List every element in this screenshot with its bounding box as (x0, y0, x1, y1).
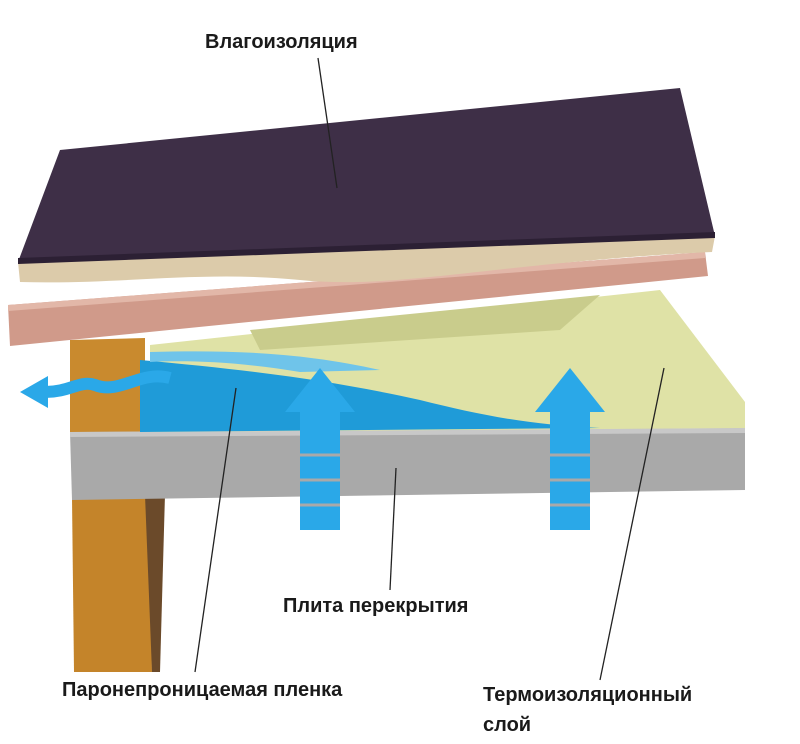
vapor-exit-arrowhead-icon (20, 376, 48, 408)
vapor-arrow-left (285, 368, 355, 530)
leader-insulation (599, 367, 665, 681)
label-floor-slab: Плита перекрытия (283, 595, 469, 617)
label-thermal-insulation-2: слой (483, 714, 532, 736)
leader-slab (389, 467, 397, 591)
wooden-post-shadow (145, 494, 165, 672)
leader-vapor-barrier (194, 387, 237, 673)
vapor-barrier-film (140, 360, 600, 432)
waterproofing-edge (18, 232, 715, 264)
vapor-exit-arrow (44, 370, 172, 398)
insulation-shade (250, 295, 600, 350)
label-vapor-barrier: Паронепроницаемая пленка (62, 679, 343, 701)
label-waterproofing: Влагоизоляция (205, 31, 358, 53)
film-highlight (150, 351, 380, 372)
board-layer (18, 236, 715, 283)
wooden-post-lower (72, 495, 152, 672)
label-thermal-insulation-1: Термоизоляционный (483, 684, 693, 706)
rafter-beam (8, 252, 708, 346)
waterproofing-layer (18, 88, 715, 262)
leader-waterproofing (317, 57, 338, 189)
vapor-arrow-right (535, 368, 605, 530)
